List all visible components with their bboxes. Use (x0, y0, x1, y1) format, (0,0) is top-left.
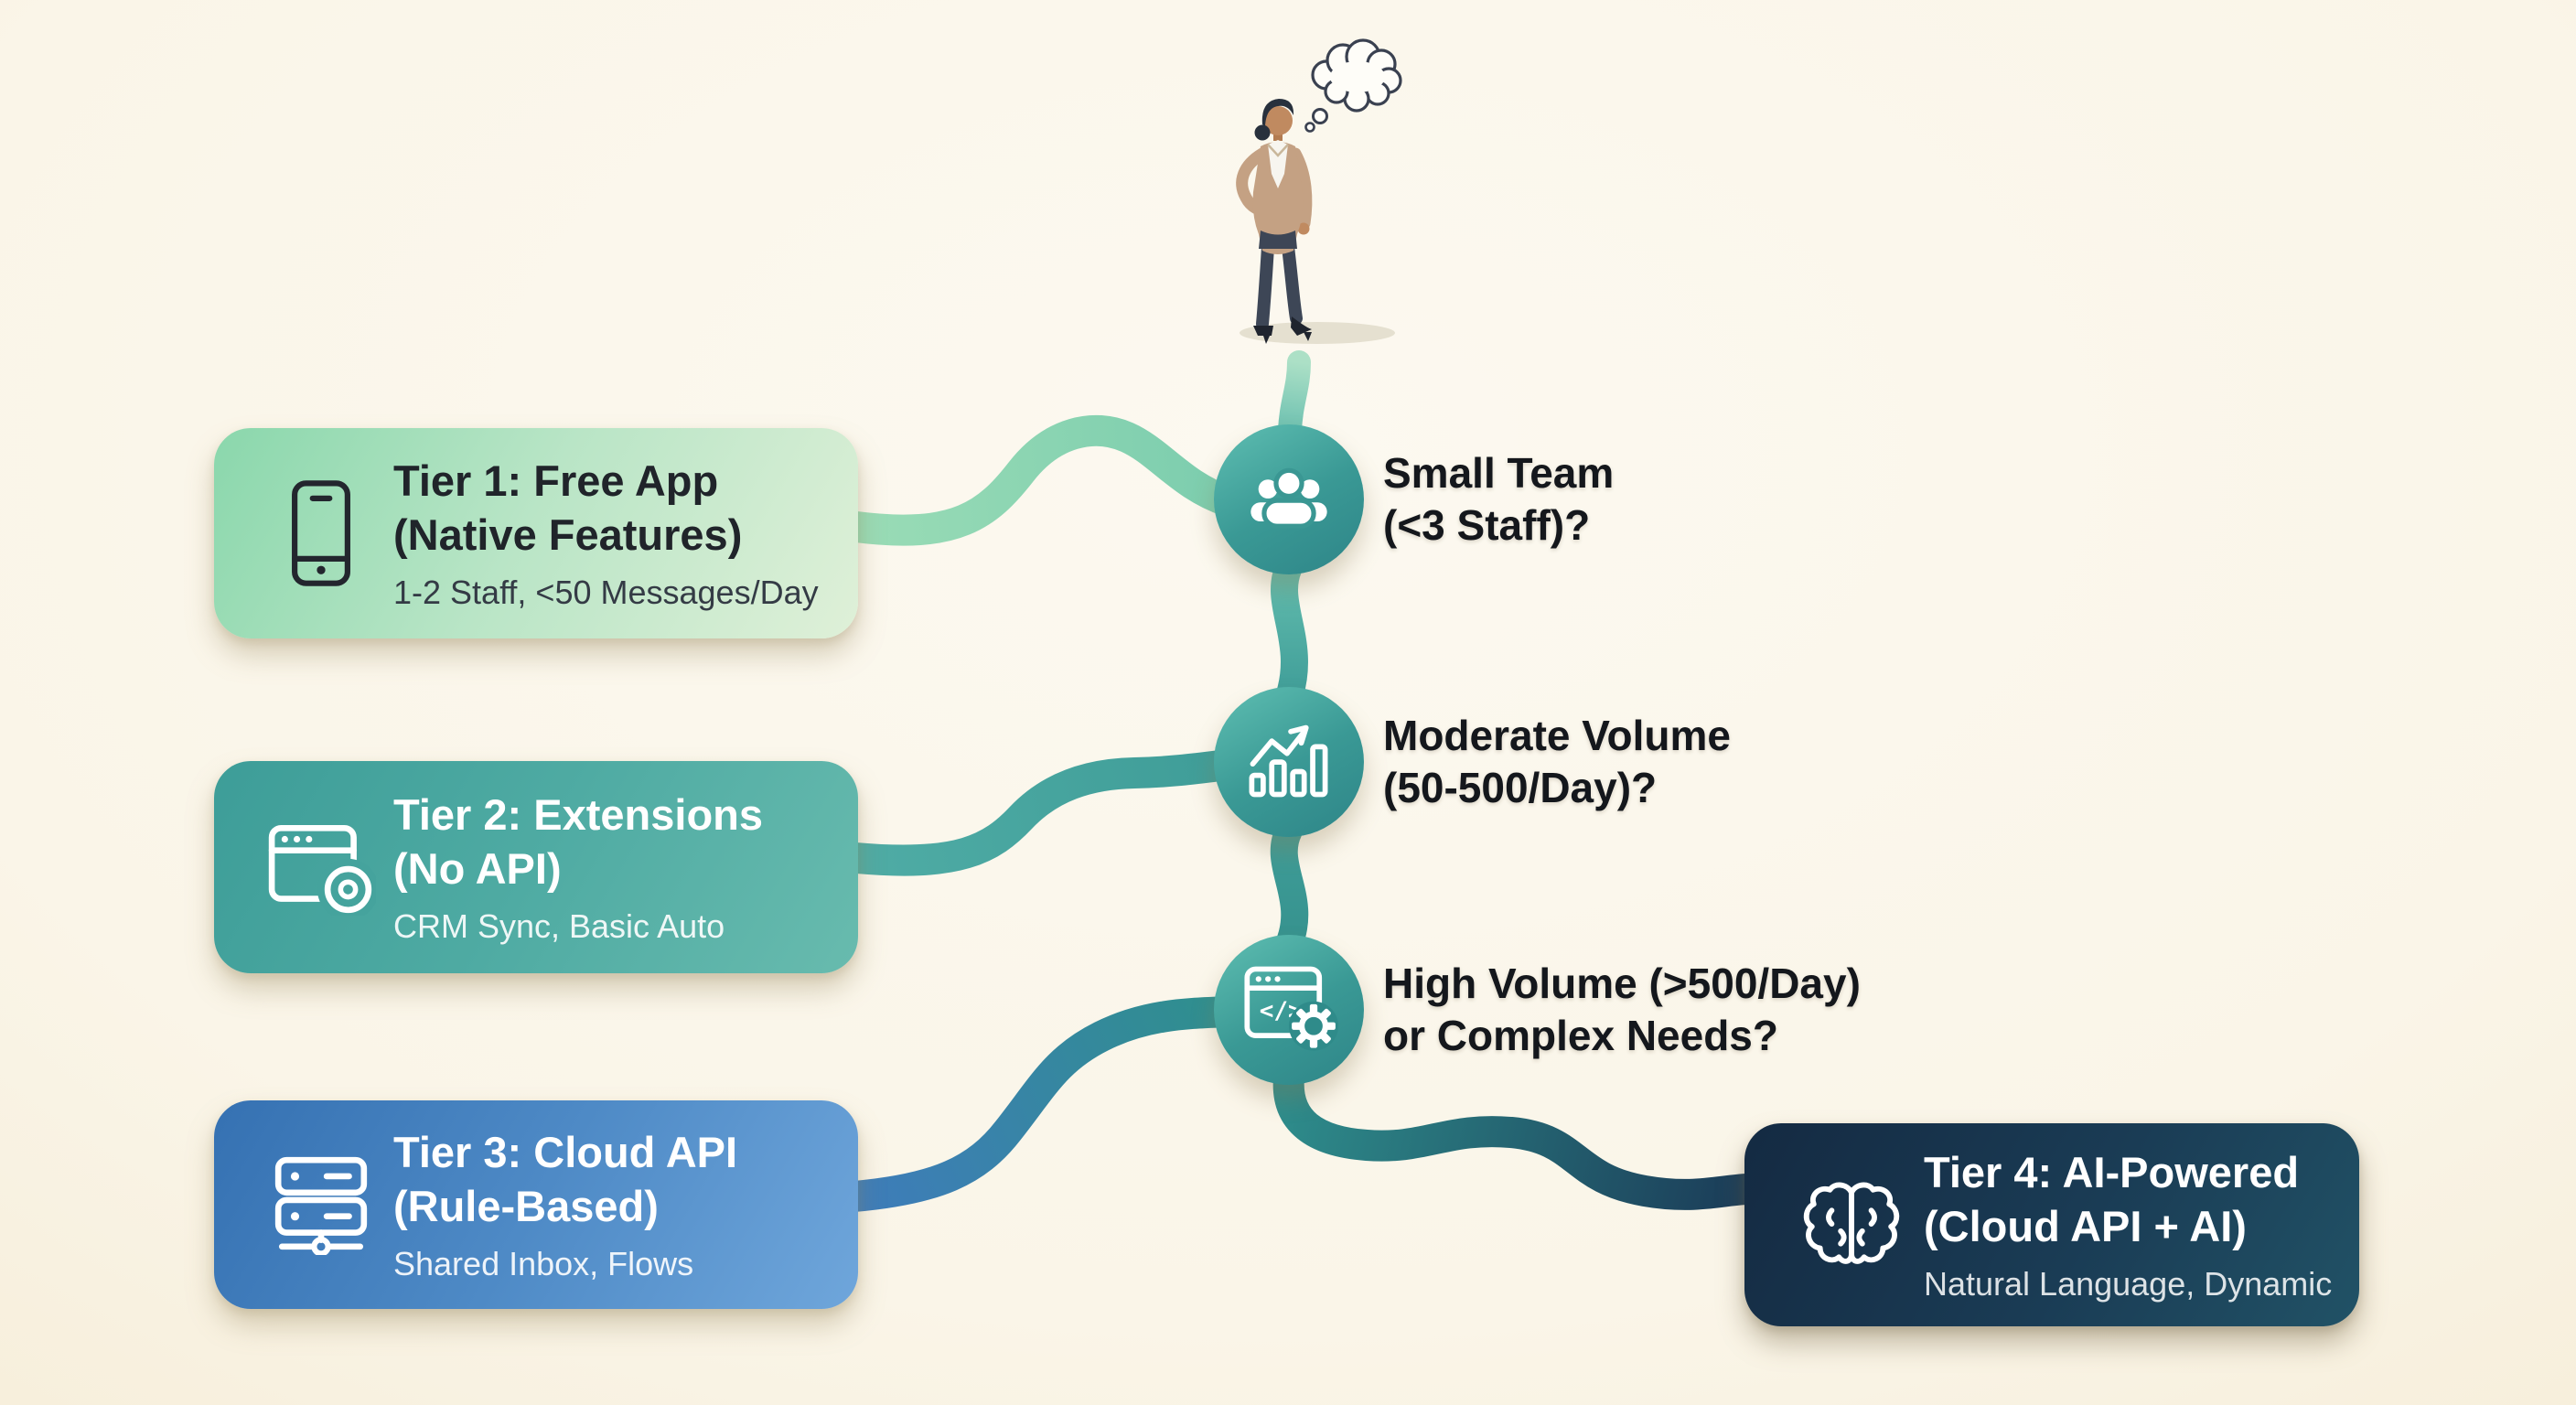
connector-tier3-to-node3 (839, 996, 1243, 1212)
decision-label-line: Small Team (1383, 449, 1615, 497)
tier2-subtitle: CRM Sync, Basic Auto (393, 907, 725, 945)
decision-label-moderate-volume: Moderate Volume (50-500/Day)? (1383, 710, 1731, 814)
code-window-gear-icon: </> (1240, 961, 1338, 1059)
bar-chart-icon (1243, 714, 1335, 810)
decision-label-line: Moderate Volume (1383, 712, 1731, 759)
connector-tier1-to-node1 (841, 414, 1243, 546)
tier3-card: Tier 3: Cloud API (Rule-Based) Shared In… (214, 1100, 858, 1309)
tier4-subtitle: Natural Language, Dynamic (1924, 1265, 2333, 1303)
tier2-card: Tier 2: Extensions (No API) CRM Sync, Ba… (214, 761, 858, 973)
decision-node-small-team (1214, 424, 1364, 574)
decision-node-high-volume: </> (1214, 935, 1364, 1085)
tier4-title: Tier 4: AI-Powered (Cloud API + AI) (1924, 1148, 2300, 1250)
server-stack-icon (265, 1154, 377, 1255)
connector-node3-to-tier4 (1272, 1062, 1762, 1210)
ground-shadow (1240, 322, 1395, 344)
connector-node1-to-node2 (1271, 553, 1308, 711)
figure (1236, 99, 1313, 344)
decision-label-line: (50-500/Day)? (1383, 764, 1658, 811)
tier4-card: Tier 4: AI-Powered (Cloud API + AI) Natu… (1744, 1123, 2359, 1326)
decision-label-line: High Volume (>500/Day) (1383, 960, 1861, 1007)
connector-person-to-node1 (1278, 350, 1311, 444)
person-illustration (1208, 37, 1418, 348)
decision-node-moderate-volume (1214, 687, 1364, 837)
connector-tier2-to-node2 (841, 749, 1243, 876)
tier1-title: Tier 1: Free App (Native Features) (393, 456, 743, 559)
brain-icon (1796, 1174, 1907, 1275)
tier1-card: Tier 1: Free App (Native Features) 1-2 S… (214, 428, 858, 638)
thought-bubble-trail (1312, 108, 1328, 124)
decision-label-high-volume: High Volume (>500/Day) or Complex Needs? (1383, 958, 1861, 1062)
browser-extension-icon (265, 819, 377, 916)
decision-label-line: (<3 Staff)? (1383, 501, 1591, 549)
decision-label-small-team: Small Team (<3 Staff)? (1383, 447, 1614, 552)
team-icon (1243, 452, 1335, 548)
decision-label-line: or Complex Needs? (1383, 1012, 1778, 1059)
tier1-subtitle: 1-2 Staff, <50 Messages/Day (393, 574, 819, 611)
tier2-title: Tier 2: Extensions (No API) (393, 790, 763, 893)
smartphone-icon (265, 479, 377, 587)
connector-node2-to-node3 (1270, 817, 1309, 958)
tier3-subtitle: Shared Inbox, Flows (393, 1245, 694, 1282)
tier3-title: Tier 3: Cloud API (Rule-Based) (393, 1128, 738, 1230)
